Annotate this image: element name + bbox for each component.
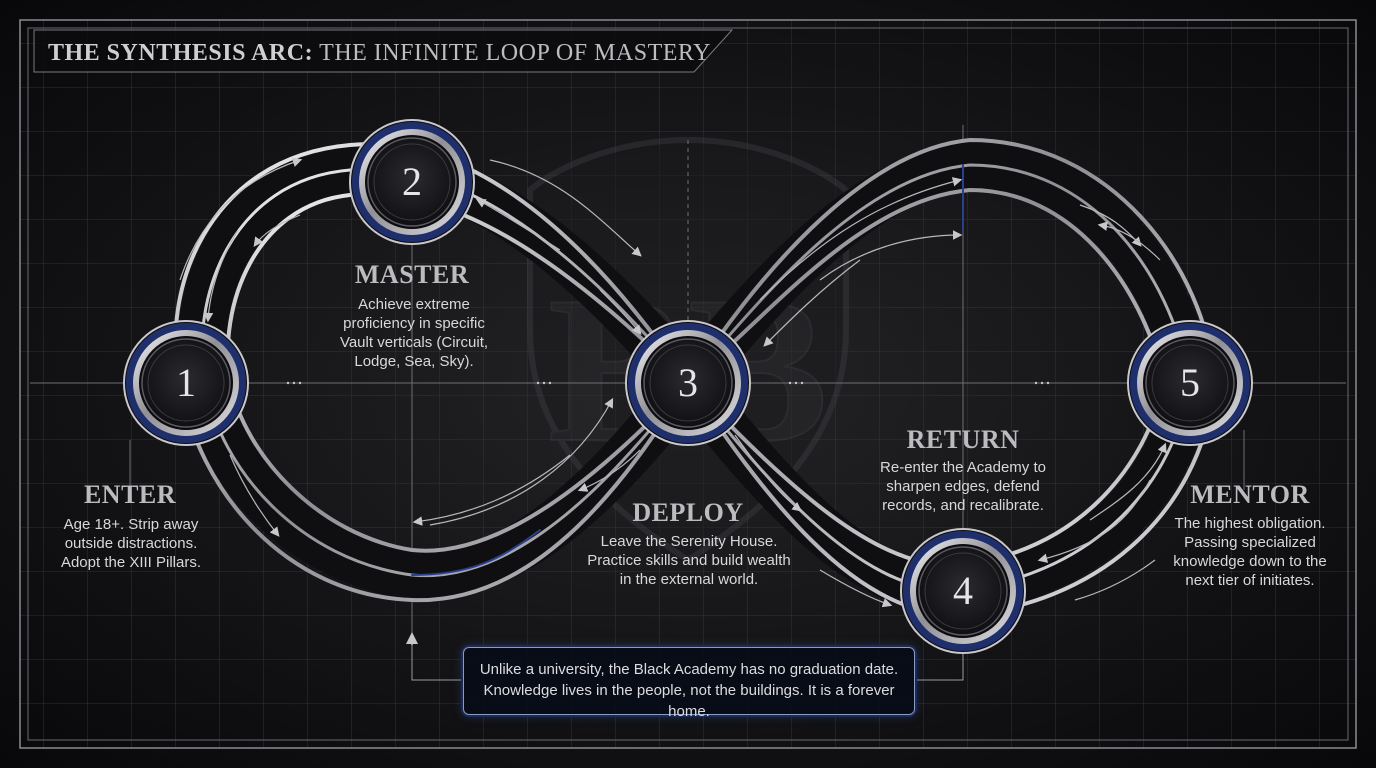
horizon-ticks xyxy=(286,381,1050,385)
stage-1-title: ENTER xyxy=(83,480,177,509)
stage-1-node xyxy=(123,320,249,446)
stage-5-node xyxy=(1127,320,1253,446)
note-line-1: Unlike a university, the Black Academy h… xyxy=(479,661,899,678)
forever-home-note: Unlike a university, the Black Academy h… xyxy=(463,647,915,720)
stage-3-title: DEPLOY xyxy=(632,498,744,527)
page-title: THE SYNTHESIS ARC: THE INFINITE LOOP OF … xyxy=(34,34,711,72)
stage-1-number: 1 xyxy=(176,360,196,405)
stage-3-number: 3 xyxy=(678,360,698,405)
stage-5-description: The highest obligation. Passing speciali… xyxy=(1173,515,1327,589)
stage-4-number: 4 xyxy=(953,568,973,613)
page-title-rest: THE INFINITE LOOP OF MASTERY xyxy=(319,40,711,66)
outer-frame xyxy=(19,19,1357,749)
stage-4-title: RETURN xyxy=(906,425,1020,454)
stage-3-description: Leave the Serenity House. Practice skill… xyxy=(587,533,791,588)
stage-2-description: Achieve extreme proficiency in specific … xyxy=(339,296,489,370)
stage-5-number: 5 xyxy=(1180,360,1200,405)
stage-4-description: Re-enter the Academy to sharpen edges, d… xyxy=(880,459,1046,514)
inner-frame xyxy=(27,27,1349,741)
flow-arrows xyxy=(179,157,1167,608)
page-title-bold: THE SYNTHESIS ARC: xyxy=(48,40,314,66)
stage-2-title: MASTER xyxy=(354,260,470,289)
stage-1-description: Age 18+. Strip away outside distractions… xyxy=(60,516,202,571)
stage-5-title: MENTOR xyxy=(1190,480,1310,509)
stage-2-node xyxy=(349,119,475,245)
stage-nodes xyxy=(123,119,1253,654)
stage-2-number: 2 xyxy=(402,159,422,204)
stage-3-node xyxy=(625,320,751,446)
note-line-2: Knowledge lives in the people, not the b… xyxy=(483,682,895,720)
stage-4-node xyxy=(900,528,1026,654)
title-banner xyxy=(33,29,734,73)
